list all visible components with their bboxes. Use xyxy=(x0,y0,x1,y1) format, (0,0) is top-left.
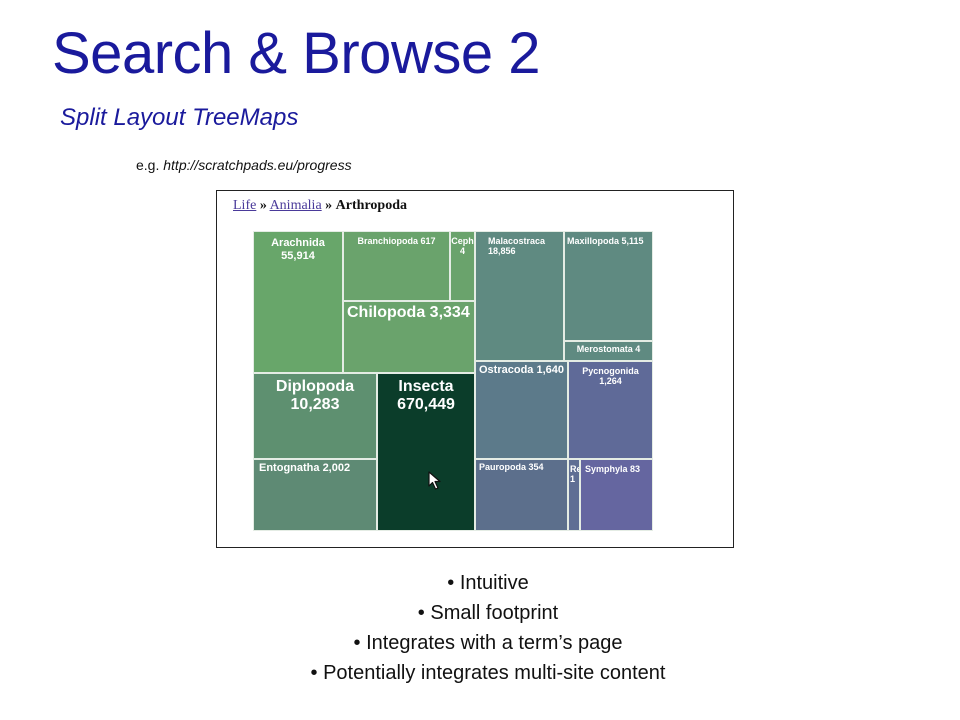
treemap-tile-pycnogonida[interactable]: Pycnogonida 1,264 xyxy=(568,361,653,459)
slide-title: Search & Browse 2 xyxy=(52,21,540,86)
tile-count: 4 xyxy=(459,246,465,257)
breadcrumb-separator: » xyxy=(259,198,267,213)
breadcrumb: Life » Animalia » Arthropoda xyxy=(233,198,407,214)
bullet-item: Potentially integrates multi-site conten… xyxy=(0,658,960,688)
treemap-tile-ceph[interactable]: Ceph 4 xyxy=(450,231,475,301)
tile-label: Malacostraca xyxy=(488,236,546,246)
slide-subtitle: Split Layout TreeMaps xyxy=(60,104,299,131)
mouse-cursor-icon xyxy=(428,471,441,490)
treemap-tile-re[interactable]: Re 1 xyxy=(568,459,580,531)
tile-label: Maxillopoda 5,115 xyxy=(567,236,644,246)
breadcrumb-separator: » xyxy=(325,198,333,213)
tile-label: Merostomata 4 xyxy=(576,344,641,354)
treemap-screenshot: Life » Animalia » Arthropoda Arachnida 5… xyxy=(216,190,734,548)
treemap-tile-merostomata[interactable]: Merostomata 4 xyxy=(564,341,653,361)
tile-label: Ostracoda 1,640 xyxy=(479,364,565,376)
tile-count: 1 xyxy=(570,474,576,485)
tile-label: Pauropoda 354 xyxy=(479,462,544,472)
tile-label: Arachnida xyxy=(271,237,325,249)
tile-label: Entognatha 2,002 xyxy=(259,462,351,474)
treemap-tile-malacostraca[interactable]: Malacostraca 18,856 xyxy=(475,231,564,361)
treemap-tile-entognatha[interactable]: Entognatha 2,002 xyxy=(253,459,377,531)
bullet-item: Small footprint xyxy=(0,598,960,628)
bullet-item: Intuitive xyxy=(0,568,960,598)
treemap-tile-symphyla[interactable]: Symphyla 83 xyxy=(580,459,653,531)
tile-label: Ceph xyxy=(451,236,474,246)
bullet-item: Integrates with a term’s page xyxy=(0,628,960,658)
tile-label: Branchiopoda 617 xyxy=(357,236,436,246)
tile-label: Chilopoda 3,334 xyxy=(347,304,470,321)
treemap-tile-diplopoda[interactable]: Diplopoda 10,283 xyxy=(253,373,377,459)
tile-label: Insecta xyxy=(398,378,454,395)
tile-label: Symphyla 83 xyxy=(585,464,641,474)
tile-label: Pycnogonida xyxy=(582,366,639,376)
tile-label: Re xyxy=(570,464,579,474)
tile-count: 1,264 xyxy=(599,376,622,387)
tile-count: 670,449 xyxy=(397,396,455,414)
treemap-tile-chilopoda[interactable]: Chilopoda 3,334 xyxy=(343,301,475,373)
example-url[interactable]: http://scratchpads.eu/progress xyxy=(163,157,352,173)
breadcrumb-link-life[interactable]: Life xyxy=(233,198,257,213)
treemap-tile-ostracoda[interactable]: Ostracoda 1,640 xyxy=(475,361,568,459)
treemap-tile-branchiopoda[interactable]: Branchiopoda 617 xyxy=(343,231,450,301)
feature-bullet-list: Intuitive Small footprint Integrates wit… xyxy=(0,568,960,688)
tile-label: Diplopoda xyxy=(275,378,355,395)
tile-count: 10,283 xyxy=(290,396,340,414)
example-line: e.g. http://scratchpads.eu/progress xyxy=(136,157,352,173)
treemap-tile-pauropoda[interactable]: Pauropoda 354 xyxy=(475,459,568,531)
breadcrumb-link-animalia[interactable]: Animalia xyxy=(269,198,322,213)
tile-count: 18,856 xyxy=(488,246,516,257)
treemap-tile-insecta[interactable]: Insecta 670,449 xyxy=(377,373,475,531)
treemap-tile-arachnida[interactable]: Arachnida 55,914 xyxy=(253,231,343,373)
treemap-tile-maxillopoda[interactable]: Maxillopoda 5,115 xyxy=(564,231,653,341)
treemap: Arachnida 55,914 Branchiopoda 617 Ceph 4… xyxy=(253,231,653,531)
tile-count: 55,914 xyxy=(281,249,315,262)
breadcrumb-current: Arthropoda xyxy=(335,198,407,213)
example-prefix: e.g. xyxy=(136,157,160,173)
